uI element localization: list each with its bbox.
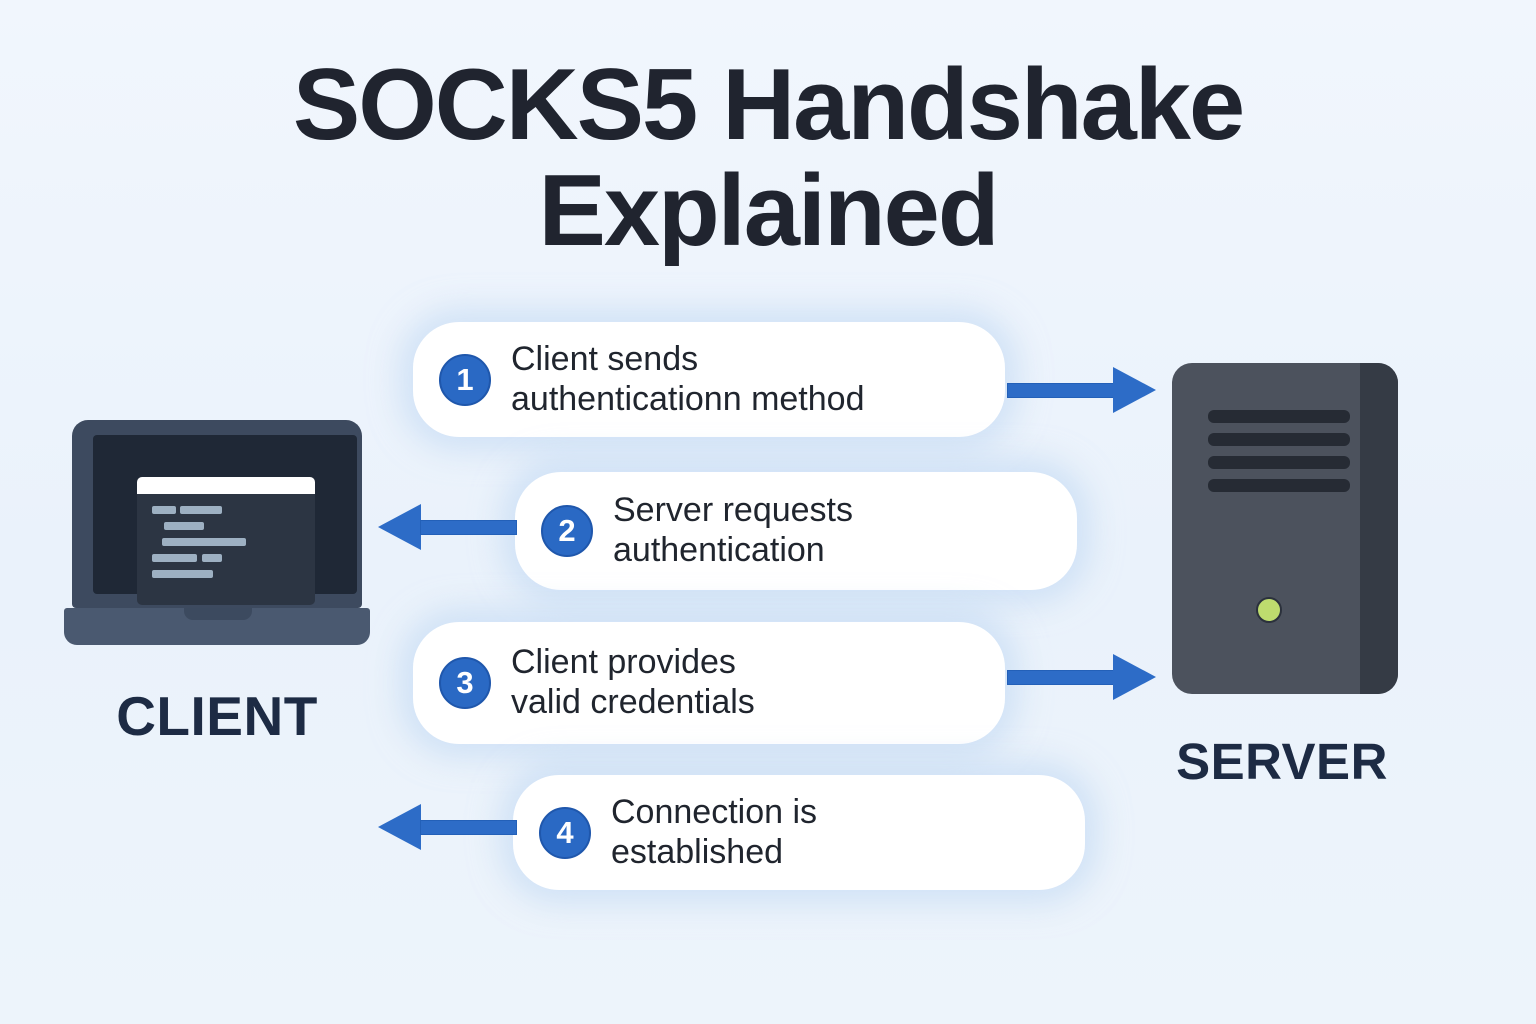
step-4-line-2: established bbox=[611, 832, 784, 871]
title-line-1: SOCKS5 Handshake bbox=[292, 49, 1245, 161]
arrow-left-icon bbox=[378, 804, 516, 850]
arrow-head bbox=[378, 804, 421, 850]
code-line bbox=[202, 554, 222, 562]
step-1-line-2: authenticationn method bbox=[511, 379, 865, 418]
terminal-window bbox=[137, 477, 315, 605]
arrow-shaft bbox=[421, 820, 516, 834]
server-vent bbox=[1208, 479, 1350, 492]
arrow-head bbox=[1113, 654, 1156, 700]
laptop-icon bbox=[64, 420, 370, 646]
arrow-right-icon bbox=[1008, 367, 1156, 413]
server-vent bbox=[1208, 456, 1350, 469]
arrow-head bbox=[1113, 367, 1156, 413]
step-3-line-2: valid credentials bbox=[511, 683, 755, 721]
arrow-shaft bbox=[421, 520, 516, 534]
step-1-number-badge: 1 bbox=[439, 353, 491, 406]
led-indicator bbox=[1256, 597, 1282, 623]
arrow-left-icon bbox=[378, 504, 516, 550]
step-3-number-badge: 3 bbox=[439, 657, 491, 709]
step-2-line-1: Server requests bbox=[613, 491, 853, 530]
server-vent bbox=[1208, 433, 1350, 446]
terminal-body bbox=[137, 494, 315, 605]
client-label: CLIENT bbox=[116, 685, 318, 747]
step-2-number-badge: 2 bbox=[541, 505, 593, 557]
server-vent bbox=[1208, 410, 1350, 423]
title-line-2: Explained bbox=[538, 155, 999, 268]
code-line bbox=[152, 570, 213, 578]
arrow-shaft bbox=[1008, 670, 1113, 684]
terminal-titlebar bbox=[137, 477, 315, 494]
code-line bbox=[164, 522, 204, 530]
laptop-display bbox=[93, 435, 357, 605]
laptop-screen-frame bbox=[72, 420, 362, 608]
arrow-shaft bbox=[1008, 383, 1113, 397]
server-label: SERVER bbox=[1176, 733, 1388, 790]
laptop-hinge-notch bbox=[184, 608, 252, 620]
code-line bbox=[180, 506, 222, 514]
server-icon bbox=[1172, 363, 1398, 694]
arrow-right-icon bbox=[1008, 654, 1156, 700]
code-line bbox=[162, 538, 246, 546]
step-3-line-1: Client provides bbox=[511, 643, 736, 682]
code-line bbox=[152, 554, 197, 562]
step-4-line-1: Connection is bbox=[611, 792, 818, 831]
arrow-head bbox=[378, 504, 421, 550]
server-side-panel bbox=[1360, 363, 1398, 694]
step-2-line-2: authentication bbox=[613, 531, 825, 569]
step-4-number-badge: 4 bbox=[539, 806, 591, 859]
step-1-line-1: Client sends bbox=[511, 339, 699, 378]
code-line bbox=[152, 506, 176, 514]
